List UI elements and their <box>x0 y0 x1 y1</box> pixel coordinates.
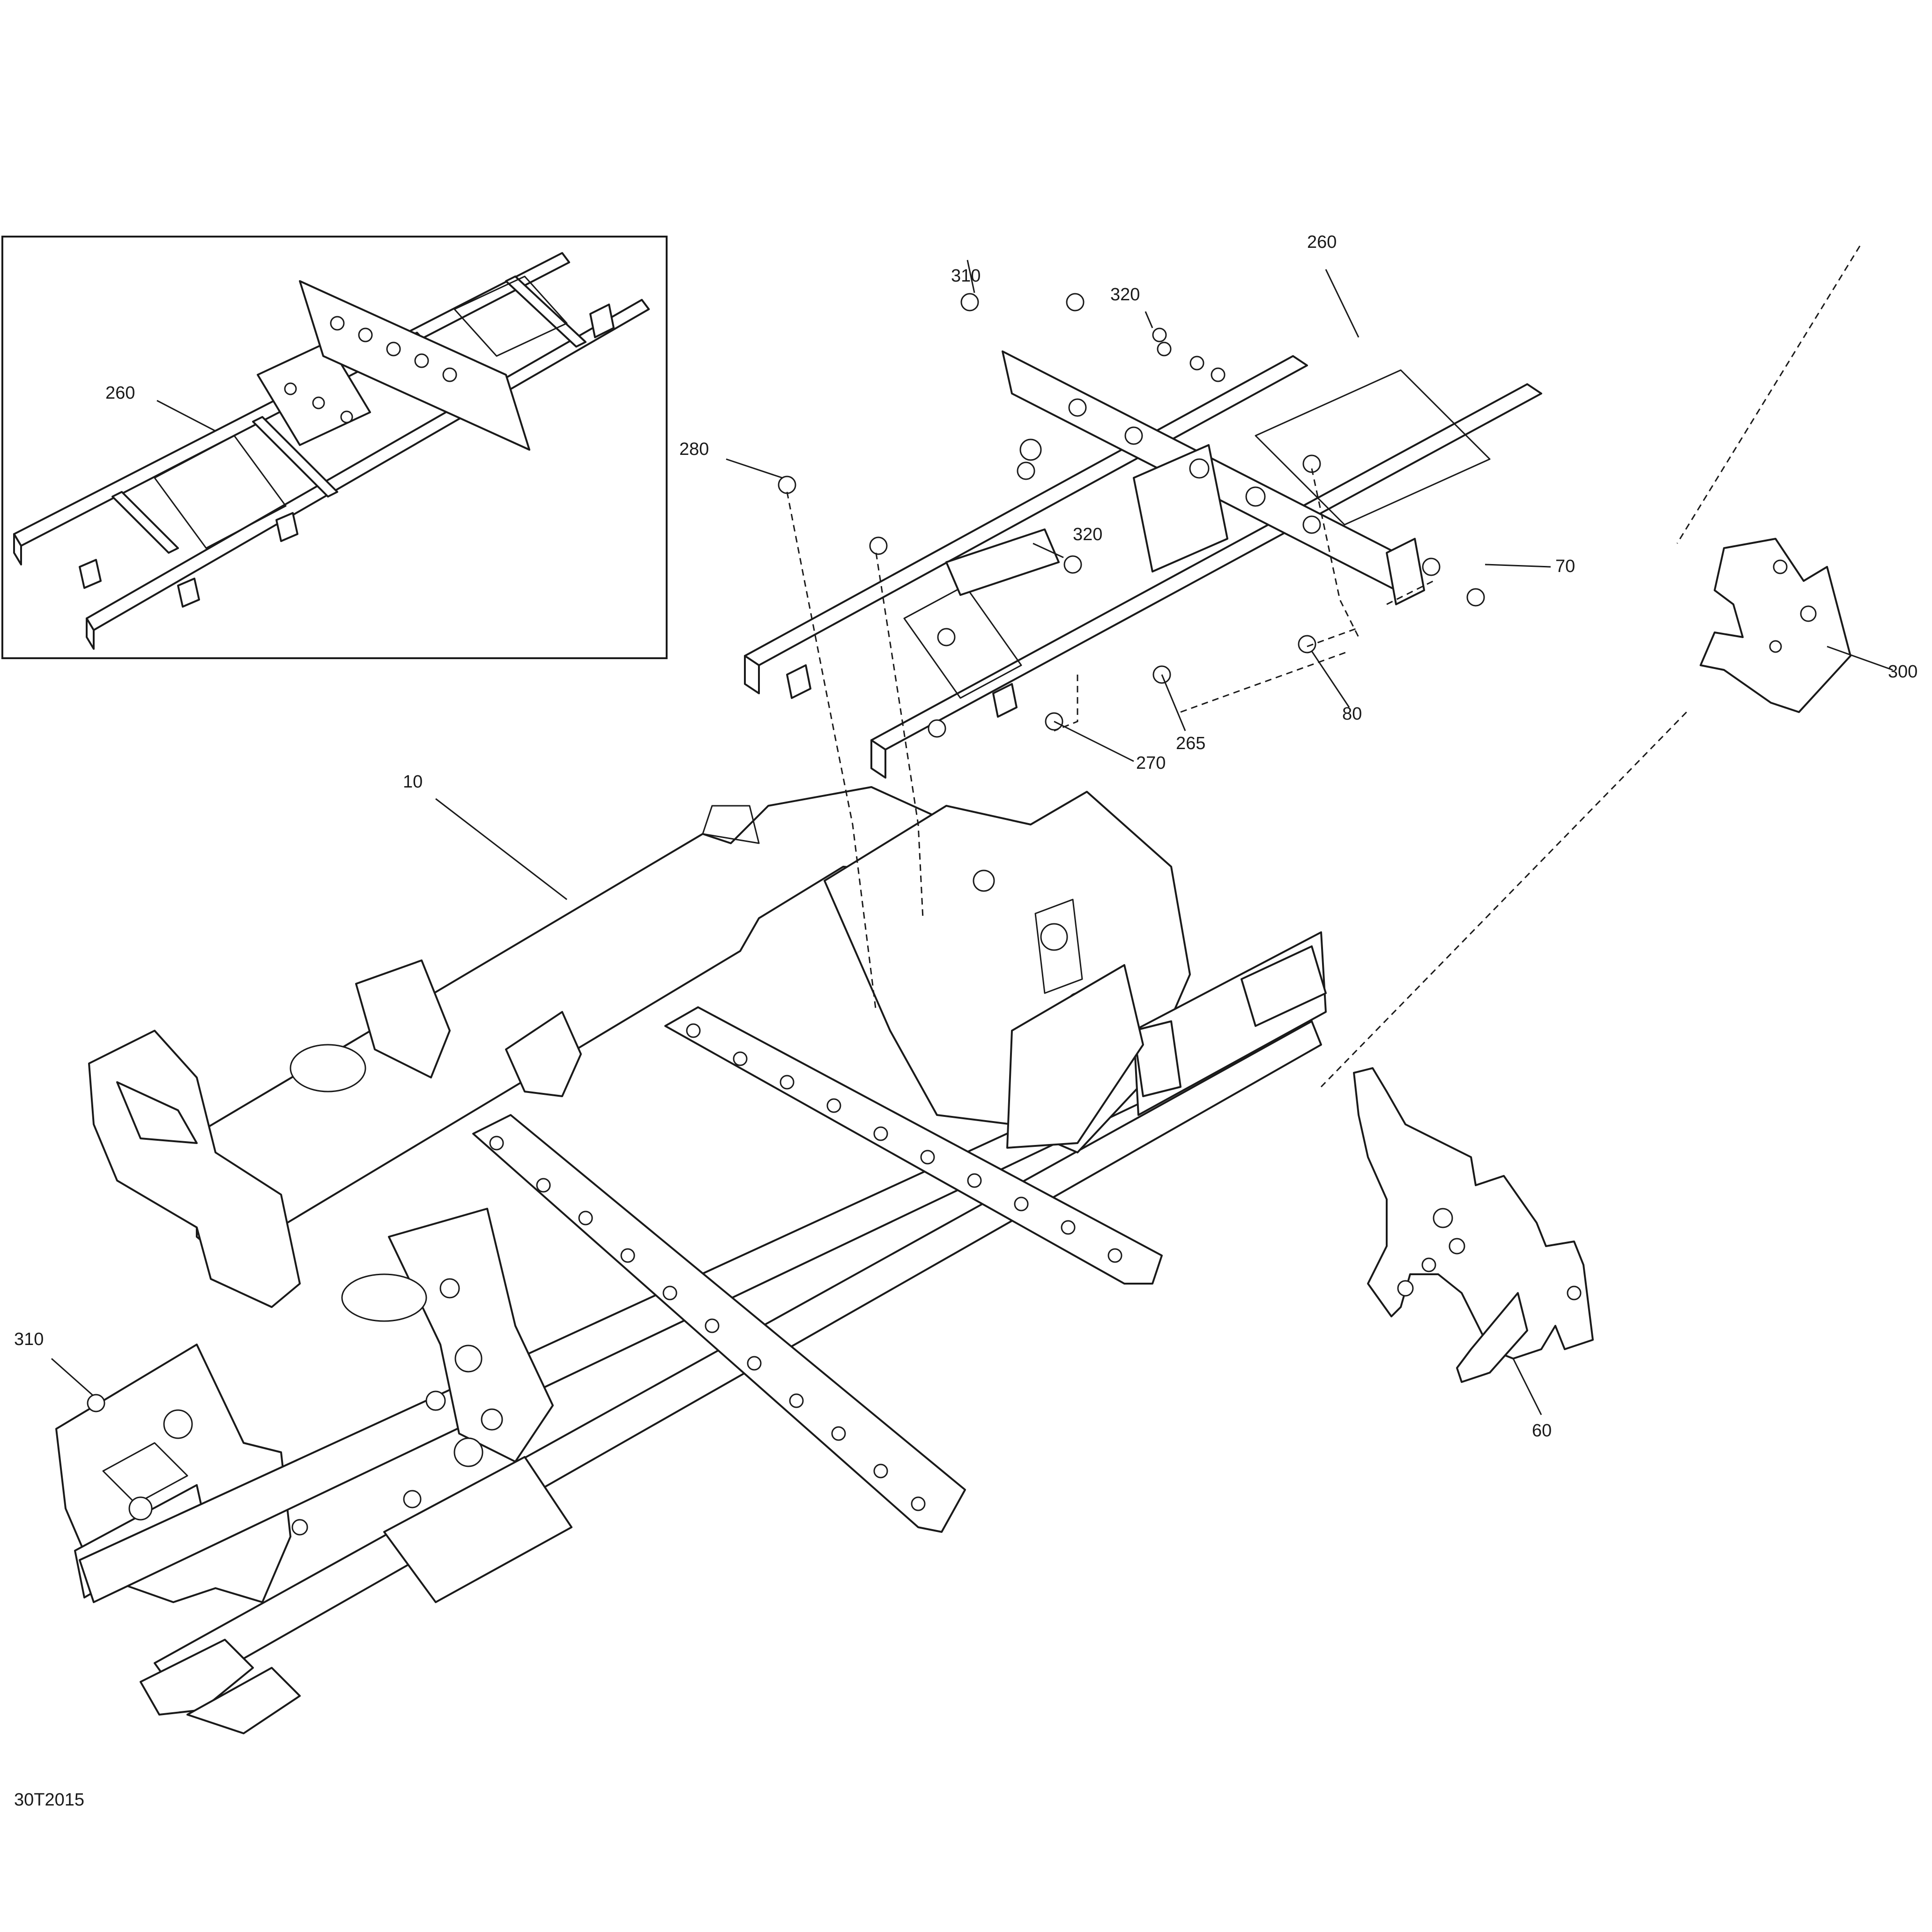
callout-10: 10 <box>403 772 423 792</box>
inset-frame <box>1 236 668 659</box>
callout-inset-260: 260 <box>105 383 135 403</box>
leader-270 <box>1054 721 1134 762</box>
guide-265 <box>1054 675 1078 732</box>
leader-320-top <box>1144 311 1153 328</box>
leader-inset-260 <box>156 400 216 432</box>
callout-310-top: 310 <box>951 266 981 286</box>
guide-300-bottom <box>1320 711 1687 1088</box>
guide-70 <box>1386 580 1434 605</box>
bracket-300 <box>1700 538 1851 713</box>
rack-assembly-260 <box>744 350 1542 779</box>
callout-310-bottom: 310 <box>14 1330 44 1349</box>
leader-10 <box>435 798 567 900</box>
callout-320-mid: 320 <box>1073 525 1103 544</box>
callout-300: 300 <box>1888 662 1918 682</box>
callout-70: 70 <box>1555 557 1575 576</box>
figure-id: 30T2015 <box>14 1790 85 1810</box>
inset-rack-260 <box>13 252 650 650</box>
callout-265: 265 <box>1176 734 1206 753</box>
leader-260-top <box>1325 269 1360 338</box>
leader-60 <box>1512 1358 1542 1415</box>
callout-60: 60 <box>1532 1421 1552 1441</box>
skid-rail-right <box>664 1006 1163 1285</box>
main-frame-10 <box>55 786 1327 1734</box>
guide-80 <box>1307 627 1359 647</box>
leader-80 <box>1311 651 1350 708</box>
leader-265 <box>1161 674 1186 731</box>
guide-300-top <box>1676 245 1861 544</box>
fasteners-top <box>778 293 1485 738</box>
leader-320-mid <box>1033 542 1064 558</box>
guide-265-link <box>1180 650 1350 713</box>
leader-70 <box>1485 564 1551 568</box>
callout-260-top: 260 <box>1307 232 1337 252</box>
leader-310-top <box>966 260 975 293</box>
bracket-60 <box>1353 1067 1594 1383</box>
leader-310-bottom <box>51 1358 94 1397</box>
callout-320-top: 320 <box>1110 285 1140 305</box>
guide-280 <box>786 491 877 1012</box>
callout-280: 280 <box>679 439 709 459</box>
callout-80: 80 <box>1342 704 1362 724</box>
fastener-310-bottom <box>87 1394 105 1412</box>
guide-320 <box>1311 468 1360 638</box>
callout-270: 270 <box>1136 753 1166 773</box>
leader-300 <box>1827 646 1893 671</box>
skid-rail-left <box>472 1114 966 1533</box>
leader-280 <box>726 458 783 479</box>
